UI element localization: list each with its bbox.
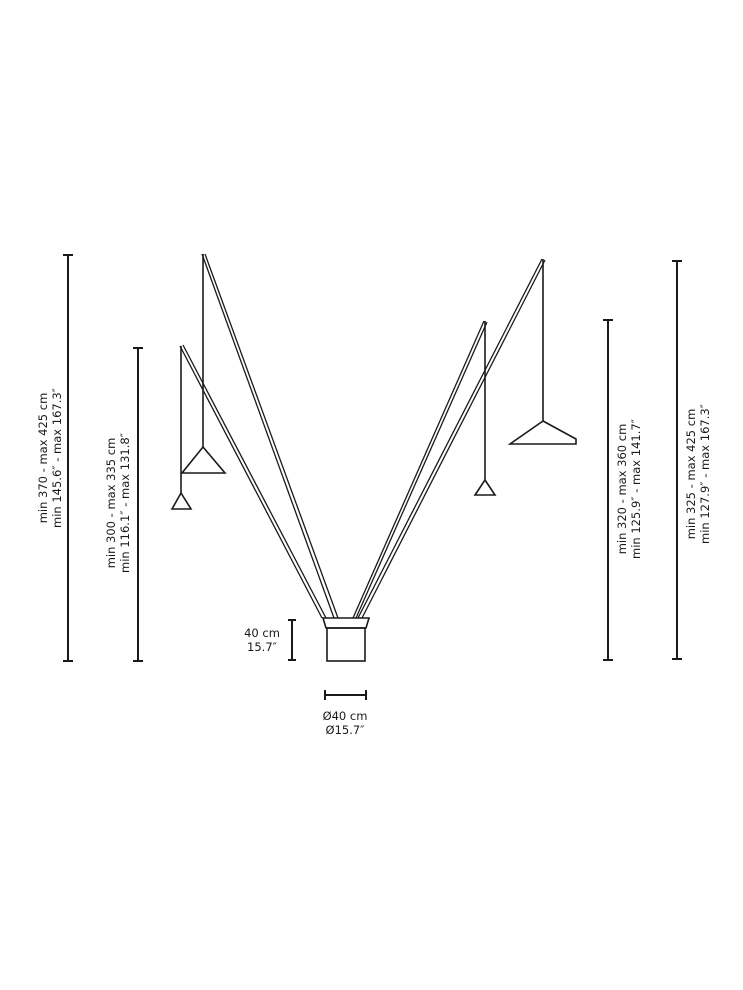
label-left-outer: min 370 - max 425 cm min 145.6″ - max 16… (36, 388, 64, 528)
label-left-inner: min 300 - max 335 cm min 116.1″ - max 13… (104, 433, 132, 573)
dimension-right-outer (672, 260, 682, 660)
arm-right-short (352, 320, 488, 619)
base-body (326, 627, 366, 662)
dimension-right-inner (603, 319, 613, 661)
dimension-left-inner (133, 347, 143, 662)
label-base-height: 40 cm 15.7″ (244, 626, 280, 654)
shade-right-small (473, 478, 497, 496)
label-right-outer: min 325 - max 425 cm min 127.9″ - max 16… (684, 404, 712, 544)
dimension-base-diameter (324, 690, 367, 700)
arm-right-tall (357, 258, 546, 619)
arm-left-tall (201, 253, 339, 619)
shade-left-medium (180, 445, 227, 474)
label-base-diameter: Ø40 cm Ø15.7″ (322, 709, 368, 737)
dimension-base-height (288, 619, 296, 661)
label-right-inner: min 320 - max 360 cm min 125.9″ - max 14… (615, 419, 643, 559)
shade-right-large (507, 420, 577, 445)
dimension-left-outer (63, 254, 73, 662)
shade-left-small (170, 491, 193, 510)
base-collar (321, 617, 371, 629)
